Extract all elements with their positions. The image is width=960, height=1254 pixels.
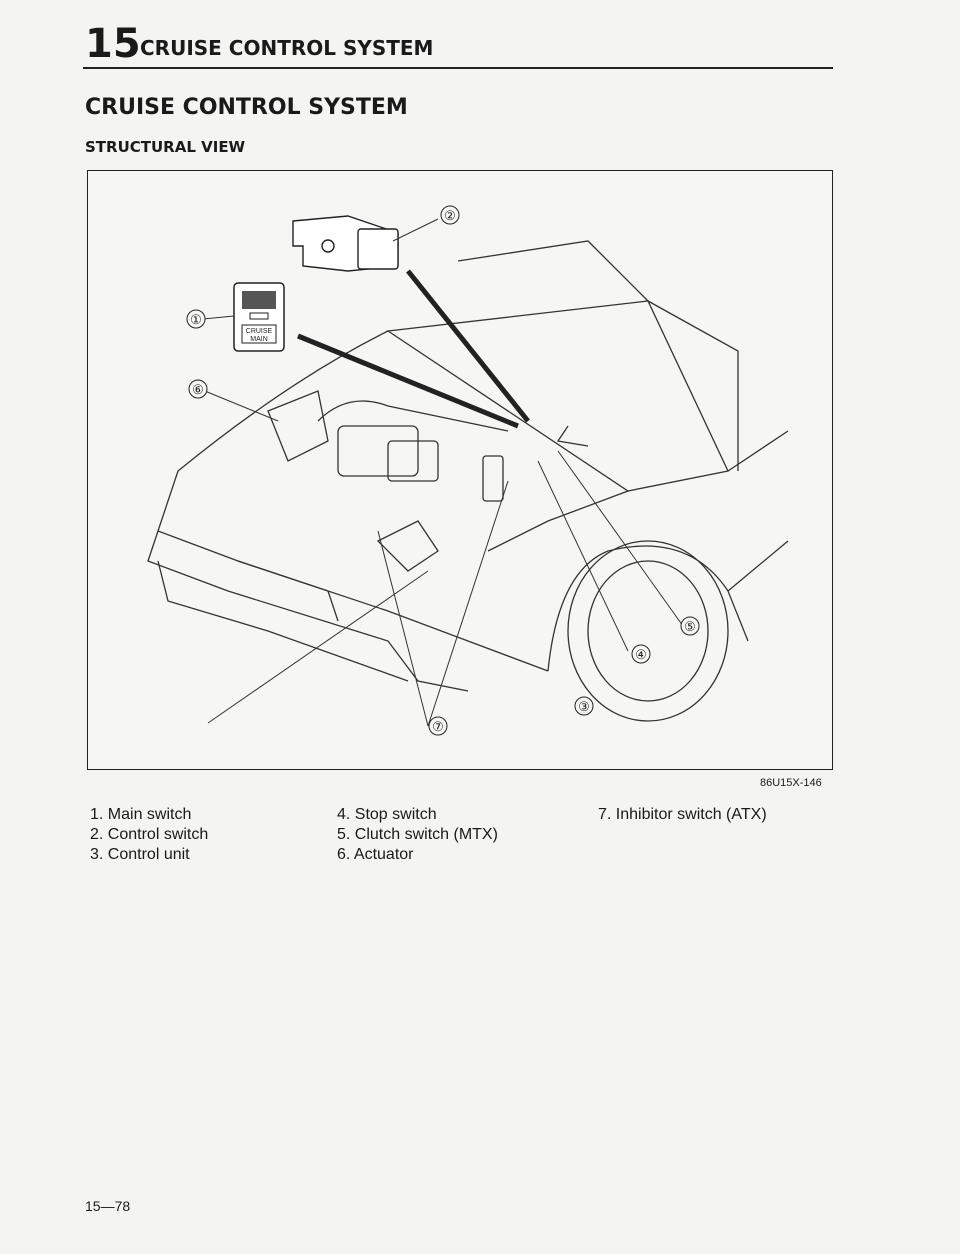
chapter-title: CRUISE CONTROL SYSTEM bbox=[140, 36, 434, 60]
pedal-switches bbox=[556, 425, 589, 447]
inhibitor-area bbox=[376, 520, 439, 572]
roof-line bbox=[457, 240, 649, 302]
body-lower bbox=[727, 540, 789, 592]
figure-code: 86U15X-146 bbox=[760, 777, 822, 789]
cowl-line bbox=[487, 490, 629, 552]
callout-3-number: ③ bbox=[578, 699, 590, 714]
main-switch-inset bbox=[233, 282, 285, 352]
chapter-number: 15 bbox=[85, 21, 141, 67]
page-number: 15—78 bbox=[85, 1198, 131, 1214]
actuator-body bbox=[267, 390, 329, 462]
callout-6-number: ⑥ bbox=[192, 382, 204, 397]
legend-item-stop-switch: 4. Stop switch bbox=[337, 806, 437, 823]
callout-7 bbox=[428, 716, 448, 736]
control-unit-box bbox=[482, 455, 504, 502]
bumper-lower bbox=[157, 560, 409, 682]
callout-1 bbox=[186, 309, 206, 329]
bumper bbox=[147, 530, 469, 692]
callout-4 bbox=[631, 644, 651, 664]
wheel bbox=[567, 540, 729, 722]
callout-1-number: ① bbox=[190, 312, 202, 327]
legend-item-clutch-switch: 5. Clutch switch (MTX) bbox=[337, 826, 498, 843]
callout-3 bbox=[574, 696, 594, 716]
wheel-inner bbox=[587, 560, 709, 702]
main-switch-label: CRUISE bbox=[246, 328, 273, 335]
legend-item-control-switch: 2. Control switch bbox=[90, 826, 209, 843]
header-rule bbox=[83, 67, 833, 69]
harness-control-switch bbox=[406, 269, 530, 423]
section-title: CRUISE CONTROL SYSTEM bbox=[85, 95, 408, 120]
hood-outline bbox=[157, 330, 549, 672]
callout-4-number: ④ bbox=[635, 647, 647, 662]
subsection-title: STRUCTURAL VIEW bbox=[85, 138, 246, 156]
legend-item-main-switch: 1. Main switch bbox=[90, 806, 192, 823]
legend-item-actuator: 6. Actuator bbox=[337, 846, 414, 863]
harness-main-switch bbox=[297, 333, 519, 429]
control-switch-inset bbox=[292, 215, 399, 272]
legend-item-control-unit: 3. Control unit bbox=[90, 846, 190, 863]
engine-block bbox=[337, 425, 419, 477]
callout-6 bbox=[188, 379, 208, 399]
headlamp bbox=[237, 560, 339, 622]
callout-5 bbox=[680, 616, 700, 636]
a-pillar bbox=[647, 300, 739, 471]
callout-5-number: ⑤ bbox=[684, 619, 696, 634]
callout-7-number: ⑦ bbox=[432, 719, 444, 734]
throttle-body bbox=[387, 440, 439, 482]
actuator-cable bbox=[317, 400, 509, 432]
fender bbox=[547, 545, 749, 672]
legend-item-inhibitor-switch: 7. Inhibitor switch (ATX) bbox=[598, 806, 767, 823]
callout-2-number: ② bbox=[444, 208, 456, 223]
main-switch-label: MAIN bbox=[250, 336, 268, 343]
body-side bbox=[727, 430, 789, 472]
callout-2 bbox=[440, 205, 460, 225]
